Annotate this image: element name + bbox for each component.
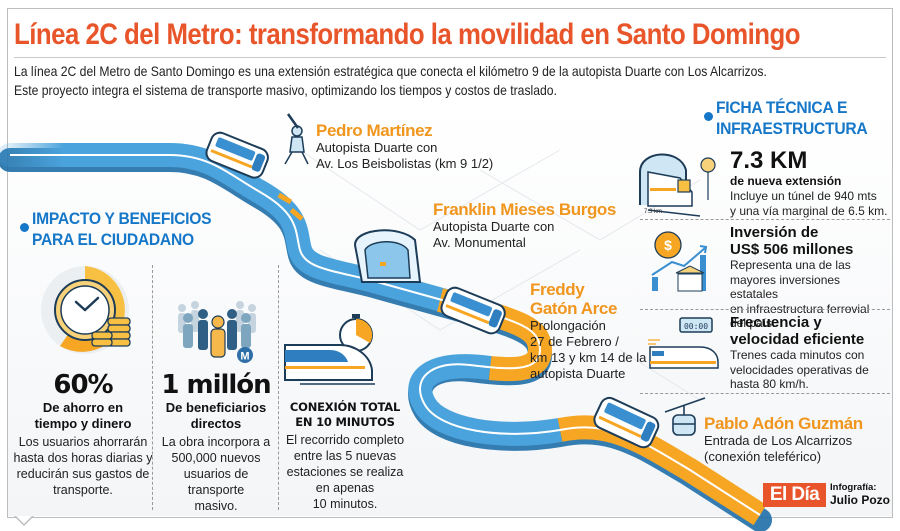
station-name: Franklin Mieses Burgos	[433, 200, 616, 219]
train-illustration	[593, 396, 660, 449]
ficha-title: US$ 506 millones	[730, 241, 854, 258]
station-franklin-mieses-burgos: Franklin Mieses Burgos Autopista Duarte …	[433, 200, 616, 251]
svg-text:M: M	[240, 351, 249, 363]
column-divider	[278, 265, 279, 510]
benefit-subtitle: De ahorro en	[42, 400, 124, 415]
timer-train-illustration: 00:00	[648, 317, 719, 369]
svg-text:00:00: 00:00	[684, 322, 708, 331]
train-illustration	[440, 286, 506, 335]
station-name: Gatón Arce	[530, 299, 618, 318]
column-divider	[152, 265, 153, 510]
benefit-body: El recorrido completo entre las 5 nuevas…	[285, 433, 405, 511]
ficha-investment: Inversión de US$ 506 millones Representa…	[730, 224, 890, 331]
intro-line: Este proyecto integra el sistema de tran…	[14, 82, 557, 98]
row-divider	[640, 393, 890, 394]
station-address: Prolongación	[530, 318, 606, 333]
benefit-subtitle: EN 10 MINUTOS	[295, 415, 395, 429]
title-divider	[14, 57, 886, 58]
credit: Infografía: Julio Pozo	[830, 482, 890, 507]
credit-label: Infografía:	[830, 482, 877, 493]
station-address: (conexión teleférico)	[704, 449, 822, 464]
impact-heading: IMPACTO Y BENEFICIOS PARA EL CIUDADANO	[20, 208, 227, 250]
station-address: Autopista Duarte con	[316, 140, 438, 155]
benefit-savings: 60% De ahorro en tiempo y dinero Los usu…	[12, 370, 154, 498]
ficha-extension: 7.3 KM de nueva extensión Incluye un tún…	[730, 148, 890, 218]
credit-name: Julio Pozo	[830, 493, 890, 507]
ficha-heading: FICHA TÉCNICA E INFRAESTRUCTURA	[704, 97, 881, 139]
svg-text:7.3 km: 7.3 km	[644, 209, 662, 215]
ficha-title: velocidad eficiente	[730, 331, 865, 348]
ficha-title: Inversión de	[730, 224, 819, 241]
train-illustration	[205, 131, 269, 179]
benefit-subtitle: De beneficiarios	[165, 400, 267, 415]
station-name: Freddy	[530, 280, 585, 299]
el-dia-logo: El Día	[763, 483, 826, 507]
frame-pointer	[14, 515, 34, 526]
benefit-stat: 60%	[53, 370, 113, 400]
station-freddy-gaton-arce: Freddy Gatón Arce Prolongación 27 de Feb…	[530, 280, 646, 382]
intro-line: La línea 2C del Metro de Santo Domingo e…	[14, 63, 767, 79]
benefit-subtitle: CONEXIÓN TOTAL	[289, 400, 401, 414]
station-name: Pablo Adón Guzmán	[704, 414, 863, 433]
station-address: Entrada de Los Alcarrizos	[704, 433, 853, 448]
intro-text: La línea 2C del Metro de Santo Domingo e…	[14, 62, 884, 100]
bullet-dot-icon	[20, 223, 29, 232]
benefit-subtitle: tiempo y dinero	[34, 416, 132, 431]
station-address: Av. Los Beisbolistas (km 9 1/2)	[316, 156, 494, 171]
crowd-illustration: M	[178, 301, 256, 363]
bullet-dot-icon	[704, 112, 713, 121]
ficha-title: 7.3 KM	[730, 147, 808, 174]
station-name: Pedro Martínez	[316, 121, 433, 140]
benefit-body: Los usuarios ahorrarán hasta dos horas d…	[13, 435, 153, 497]
benefit-beneficiaries: 1 millón De beneficiarios directos La ob…	[155, 370, 277, 514]
station-pedro-martinez: Pedro Martínez Autopista Duarte con Av. …	[316, 121, 493, 172]
benefit-connection: CONEXIÓN TOTAL EN 10 MINUTOS El recorrid…	[281, 400, 409, 512]
fast-train-stopwatch-illustration	[284, 314, 375, 385]
row-divider	[640, 309, 890, 310]
station-canopy-illustration	[353, 229, 422, 283]
svg-text:$: $	[664, 237, 672, 253]
benefit-body: La obra incorpora a 500,000 nuevos usuar…	[161, 435, 271, 513]
tunnel-train-illustration: 7.3 km	[639, 153, 716, 217]
station-address: Av. Monumental	[433, 235, 526, 250]
station-address: km 13 y km 14 de la	[530, 350, 647, 365]
station-pablo-adon-guzman: Pablo Adón Guzmán Entrada de Los Alcarri…	[704, 414, 863, 465]
ficha-subtitle: de nueva extensión	[730, 174, 842, 188]
station-address: Autopista Duarte con	[433, 219, 555, 234]
benefit-subtitle: directos	[190, 416, 242, 431]
benefit-stat: 1 millón	[161, 370, 271, 400]
ficha-frequency: Frecuencia y velocidad eficiente Trenes …	[730, 314, 890, 392]
page-title: Línea 2C del Metro: transformando la mov…	[14, 18, 801, 51]
clock-coins-illustration	[41, 266, 131, 354]
ficha-title: Frecuencia y	[730, 314, 822, 331]
row-divider	[640, 219, 890, 220]
investment-illustration: $	[651, 231, 708, 292]
station-address: 27 de Febrero /	[530, 334, 619, 349]
station-address: autopista Duarte	[530, 366, 626, 381]
